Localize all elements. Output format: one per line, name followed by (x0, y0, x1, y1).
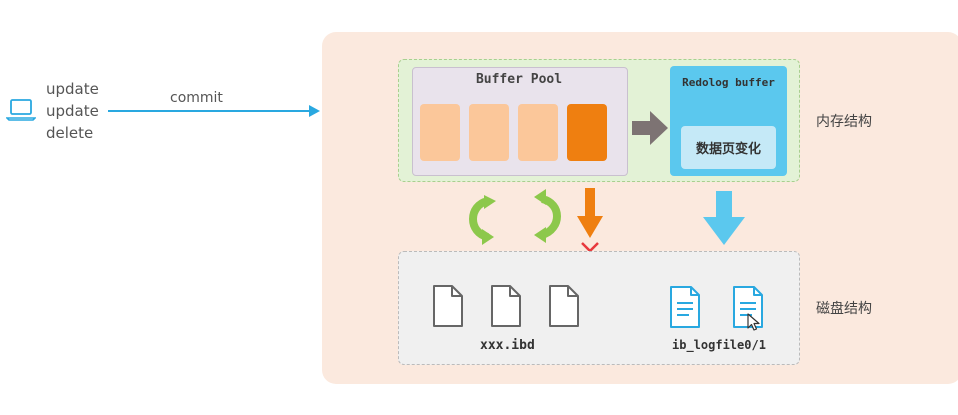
laptop-icon (5, 98, 37, 126)
commit-arrow (108, 103, 320, 122)
dirty-page (567, 104, 607, 161)
log-file-icon (668, 285, 702, 333)
page-change-label: 数据页变化 (695, 142, 761, 157)
redolog-buffer-title: Redolog buffer (682, 76, 775, 89)
cursor-icon (747, 313, 761, 335)
buffer-page (518, 104, 558, 161)
data-file-label: xxx.ibd (480, 338, 535, 353)
client-statement: update (46, 80, 99, 98)
client-statement: delete (46, 124, 94, 142)
client-statement: update (46, 102, 99, 120)
buffer-pool-title: Buffer Pool (475, 72, 563, 87)
page-change-box (681, 126, 776, 169)
refresh-right-arrow-icon (534, 185, 568, 251)
memory-structure-label: 内存结构 (816, 114, 872, 130)
right-arrow-icon (632, 111, 668, 149)
buffer-page (420, 104, 460, 161)
buffer-page (469, 104, 509, 161)
log-file-icon (731, 285, 765, 333)
blue-down-arrow-icon (703, 191, 745, 249)
refresh-left-arrow-icon (462, 189, 496, 253)
orange-down-arrow-icon (577, 188, 603, 244)
file-icon (488, 284, 522, 332)
commit-label: commit (170, 90, 223, 106)
file-icon (430, 284, 464, 332)
file-icon (546, 284, 580, 332)
disk-structure-label: 磁盘结构 (816, 301, 872, 317)
log-file-label: ib_logfile0/1 (672, 338, 766, 352)
